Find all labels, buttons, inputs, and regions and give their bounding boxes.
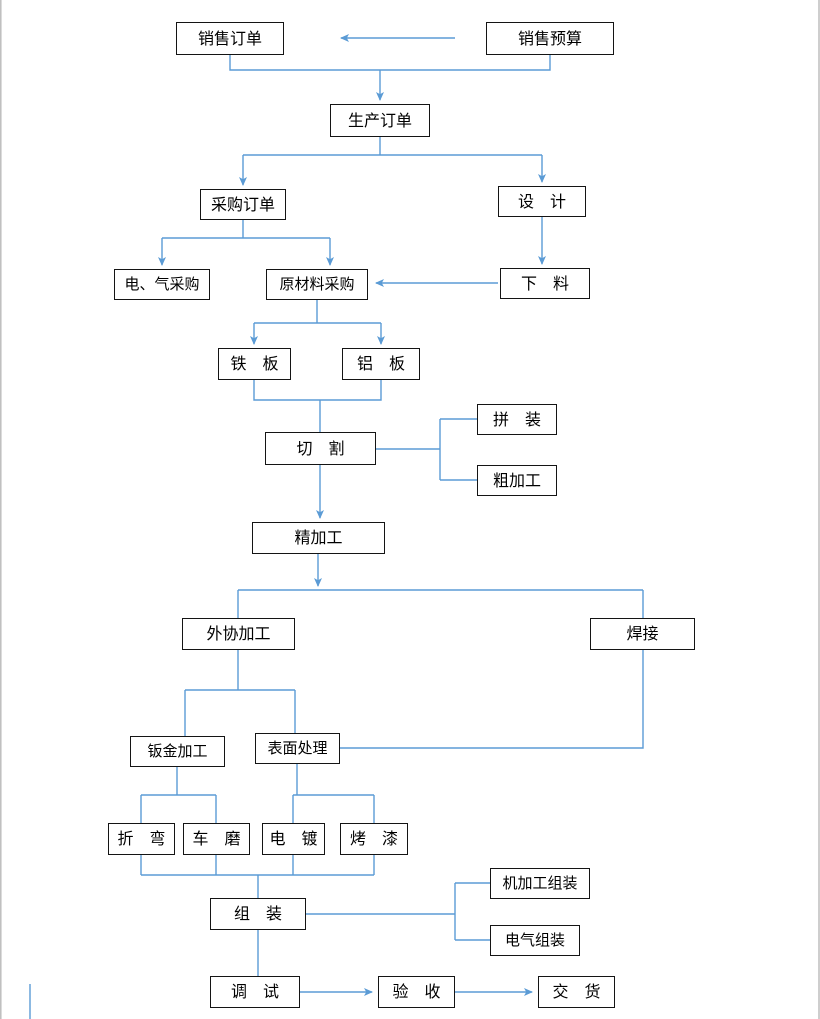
node-machining-assembly: 机加工组装	[490, 868, 590, 899]
junction-plates-merge-to-cutting	[253, 380, 382, 432]
junction-sheet-metal-split	[140, 767, 217, 823]
junction-fine-machining-split	[237, 554, 644, 618]
bracket-assembly-to-sub-assemblies	[306, 882, 490, 941]
node-purchase-order: 采购订单	[200, 189, 286, 220]
junction-merge-to-assembly	[140, 855, 375, 898]
bracket-cutting-to-fitting-and-rough	[376, 418, 477, 481]
node-production-order: 生产订单	[330, 104, 430, 137]
junction-purchase-order-split	[158, 220, 334, 266]
node-bending: 折 弯	[108, 823, 175, 855]
node-sheet-metal-processing: 钣金加工	[130, 736, 225, 767]
node-turning-grinding: 车 磨	[183, 823, 250, 855]
node-delivery: 交 货	[538, 976, 615, 1008]
node-fitting: 拼 装	[477, 404, 557, 435]
node-sales-order: 销售订单	[176, 22, 284, 55]
junction-production-order-split	[239, 137, 546, 186]
node-acceptance: 验 收	[378, 976, 455, 1008]
node-fine-machining: 精加工	[252, 522, 385, 554]
node-aluminum-plate: 铝 板	[342, 348, 420, 380]
node-welding: 焊接	[590, 618, 695, 650]
node-electroplating: 电 镀	[262, 823, 325, 855]
junction-top-to-production-order	[229, 55, 551, 101]
node-iron-plate: 铁 板	[218, 348, 291, 380]
node-design: 设 计	[498, 186, 586, 217]
junction-outsourced-split	[184, 650, 296, 736]
node-electrical-gas-purchase: 电、气采购	[114, 269, 210, 300]
node-outsourced-processing: 外协加工	[182, 618, 295, 650]
junction-surface-treatment-split	[292, 764, 375, 823]
node-cutting: 切 割	[265, 432, 376, 465]
node-surface-treatment: 表面处理	[255, 733, 340, 764]
node-rough-machining: 粗加工	[477, 465, 557, 496]
node-assembly: 组 装	[210, 898, 306, 930]
node-debugging: 调 试	[210, 976, 300, 1008]
node-sales-budget: 销售预算	[486, 22, 614, 55]
node-blanking: 下 料	[500, 268, 590, 299]
junction-raw-material-split	[250, 300, 385, 345]
edge-welding-to-surface-treatment	[340, 650, 644, 749]
node-paint-baking: 烤 漆	[340, 823, 408, 855]
node-raw-material-purchase: 原材料采购	[266, 269, 368, 300]
node-electrical-assembly: 电气组装	[490, 925, 580, 956]
